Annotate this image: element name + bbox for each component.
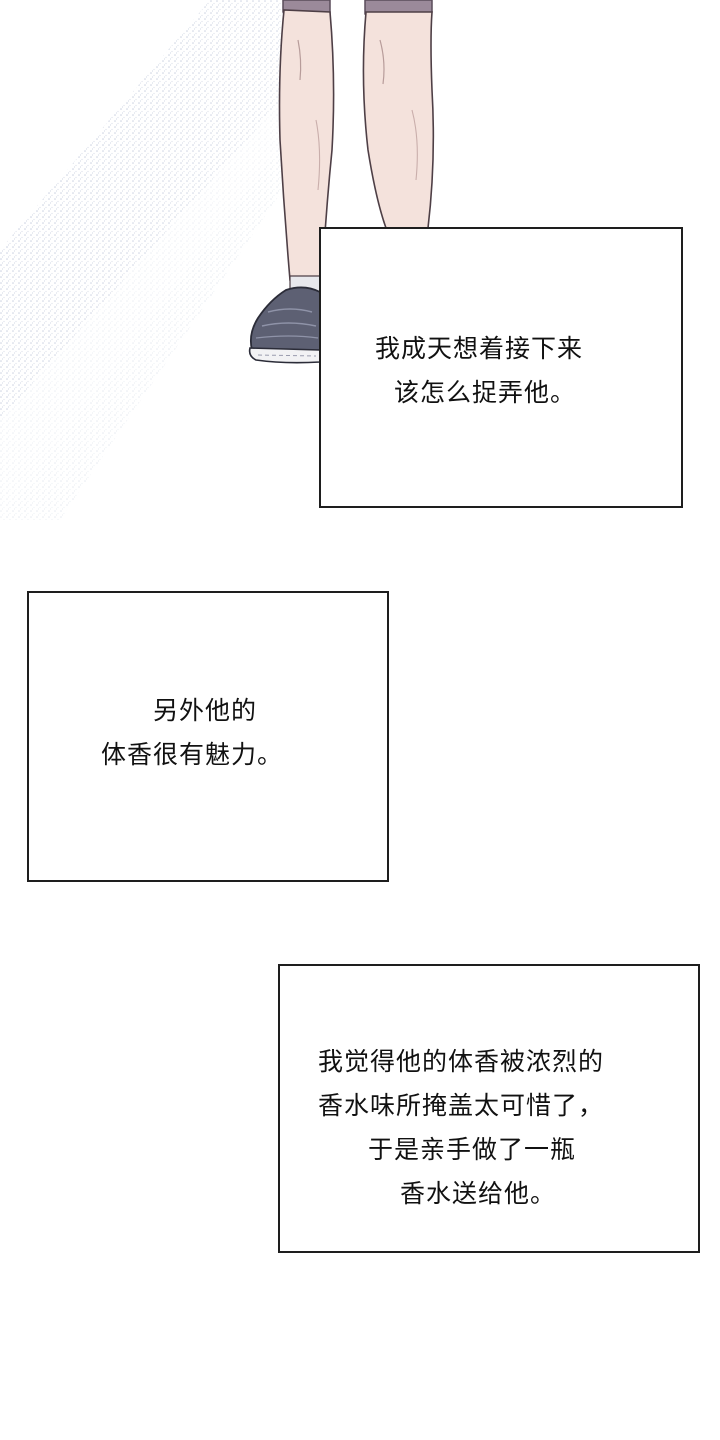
caption-1-line-1: 我成天想着接下来 [375,334,584,363]
caption-3-line-3: 于是亲手做了一瓶 [368,1135,577,1164]
caption-box-3: 我觉得他的体香被浓烈的 香水味所掩盖太可惜了， 于是亲手做了一瓶 香水送给他。 [278,964,700,1253]
caption-2-line-1: 另外他的 [153,696,258,725]
caption-box-2: 另外他的 体香很有魅力。 [27,591,389,882]
light-streak [0,0,330,520]
caption-box-1: 我成天想着接下来 该怎么捉弄他。 [319,227,683,508]
caption-3-line-1: 我觉得他的体香被浓烈的 [318,1047,605,1076]
illustration-panel [0,0,720,560]
right-leg [362,11,435,229]
legs-illustration [0,0,435,520]
caption-1-line-2: 该怎么捉弄他。 [394,378,577,407]
caption-2-line-2: 体香很有魅力。 [101,740,284,769]
caption-3-line-2: 香水味所掩盖太可惜了， [318,1091,605,1120]
caption-3-line-4: 香水送给他。 [400,1179,557,1208]
sneaker-icon [248,286,322,364]
